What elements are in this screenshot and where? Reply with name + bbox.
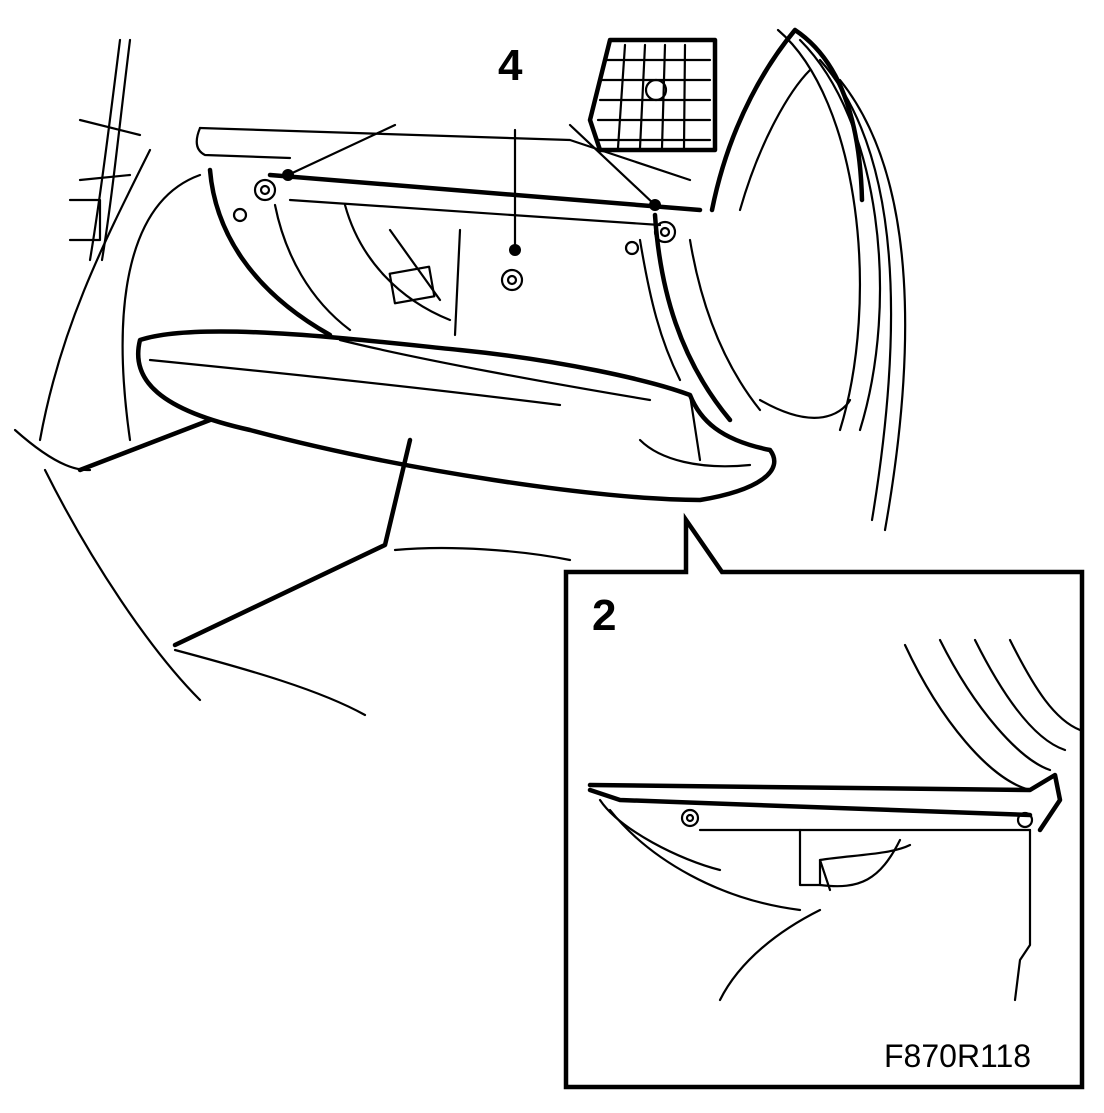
screw-right [653, 220, 677, 244]
dash-top-rail [195, 126, 703, 227]
screw-center [500, 268, 524, 292]
dashboard-left [13, 38, 202, 472]
figure-id: F870R118 [884, 1038, 1032, 1074]
floor-area [43, 417, 572, 717]
screw-left [253, 178, 277, 202]
glovebox-lid [135, 329, 777, 503]
inset-detail-box [563, 512, 1085, 1090]
callout-label-2: 2 [592, 591, 617, 640]
callout-label-4: 4 [498, 41, 523, 90]
air-vent [587, 37, 718, 153]
callout-leaders [282, 123, 661, 256]
fasteners [232, 178, 677, 292]
door-frame [709, 27, 907, 532]
glovebox-cavity [207, 167, 762, 423]
